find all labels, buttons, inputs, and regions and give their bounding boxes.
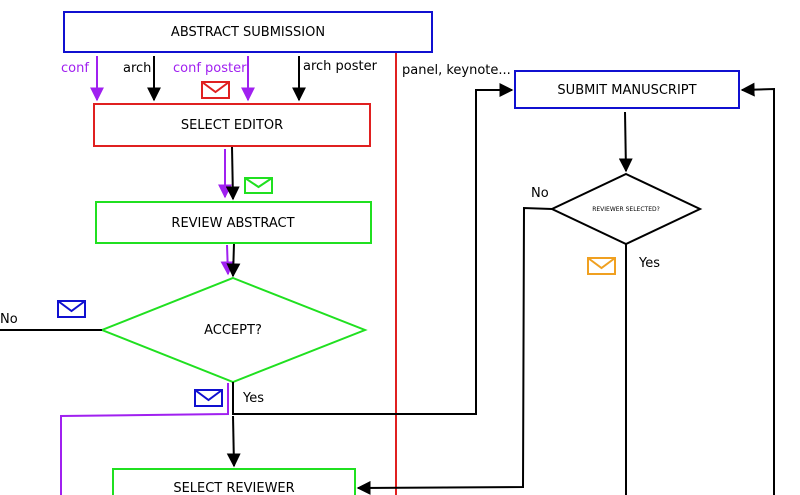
edge-review-accept: [226, 243, 241, 278]
edge-label-conf: conf: [61, 61, 89, 76]
edge-review-accept-purple: [220, 244, 235, 276]
envelope-icon: [194, 389, 223, 407]
envelope-icon: [201, 81, 230, 99]
envelope-icon: [587, 257, 616, 275]
edge-label-reviewer-yes: Yes: [638, 256, 660, 271]
node-select-editor-label: SELECT EDITOR: [181, 118, 283, 133]
node-abstract-submission: ABSTRACT SUBMISSION: [63, 11, 433, 53]
node-review-abstract-label: REVIEW ABSTRACT: [171, 216, 294, 231]
node-review-abstract: REVIEW ABSTRACT: [95, 201, 372, 244]
node-reviewer-selected: REVIEWER SELECTED?: [549, 172, 703, 246]
node-select-reviewer: SELECT REVIEWER: [112, 468, 356, 495]
node-reviewer-selected-label: REVIEWER SELECTED?: [592, 206, 660, 213]
edge-label-arch-poster: arch poster: [303, 59, 378, 74]
edge-label-conf-poster: conf poster: [173, 61, 247, 76]
edge-reviewer-no: [356, 206, 553, 495]
node-accept: ACCEPT?: [99, 276, 368, 384]
edge-loop-submit: [740, 82, 775, 495]
envelope-icon: [57, 300, 86, 318]
edge-label-panel-keynote: panel, keynote...: [402, 63, 511, 78]
node-accept-label: ACCEPT?: [204, 323, 262, 338]
edge-submit-reviewer-selected: [618, 111, 633, 173]
edge-accept-to-submit: [232, 83, 514, 415]
node-submit-manuscript-label: SUBMIT MANUSCRIPT: [557, 83, 696, 98]
envelope-icon: [244, 177, 273, 194]
node-select-editor: SELECT EDITOR: [93, 103, 371, 147]
edge-editor-review: [225, 146, 240, 201]
edge-label-accept-yes: Yes: [242, 391, 264, 406]
node-submit-manuscript: SUBMIT MANUSCRIPT: [514, 70, 740, 109]
edge-accept-yes: [226, 415, 241, 468]
edge-accept-purple-loop: [60, 383, 229, 495]
edge-label-accept-no: No: [0, 312, 18, 327]
edge-label-arch: arch: [123, 61, 151, 76]
edge-label-reviewer-no: No: [531, 186, 549, 201]
node-abstract-submission-label: ABSTRACT SUBMISSION: [171, 25, 325, 40]
node-select-reviewer-label: SELECT REVIEWER: [173, 481, 294, 495]
